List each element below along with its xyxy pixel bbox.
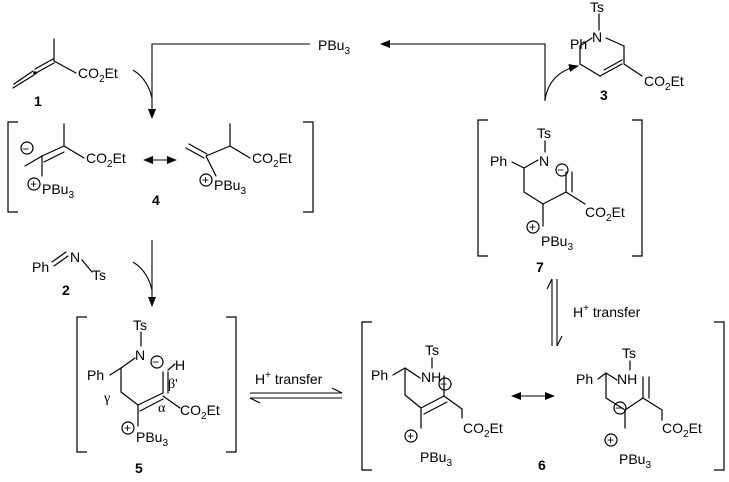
svg-text:β': β'	[168, 377, 178, 392]
svg-text:Ts: Ts	[622, 345, 636, 361]
compound-label-7: 7	[536, 259, 544, 275]
svg-text:−: −	[615, 401, 622, 415]
svg-text:PBu3: PBu3	[318, 37, 350, 57]
svg-text:CO2Et: CO2Et	[585, 204, 625, 224]
svg-text:Ph: Ph	[490, 153, 507, 169]
svg-text:Ph: Ph	[32, 259, 49, 275]
svg-text:PBu3: PBu3	[541, 233, 573, 253]
svg-text:CO2Et: CO2Et	[644, 73, 684, 93]
compound-6: Ts NH Ph − CO2Et + PBu3 6 Ts NH Ph − CO2	[361, 321, 725, 473]
svg-text:Ph: Ph	[570, 36, 587, 52]
svg-text:H+ transfer: H+ transfer	[255, 370, 323, 387]
svg-text:+: +	[407, 429, 414, 443]
svg-text:PBu3: PBu3	[619, 451, 651, 471]
svg-text:−: −	[22, 142, 29, 156]
svg-text:N: N	[539, 153, 549, 169]
svg-text:H: H	[175, 357, 185, 373]
svg-text:PBu3: PBu3	[420, 449, 452, 469]
svg-text:PBu3: PBu3	[136, 429, 168, 449]
svg-text:PBu3: PBu3	[214, 177, 246, 197]
svg-text:H+ transfer: H+ transfer	[573, 303, 641, 320]
svg-text:N: N	[592, 29, 602, 45]
allene-center-dot	[33, 71, 37, 75]
compound-label-2: 2	[62, 282, 70, 298]
svg-text:NH: NH	[421, 369, 441, 385]
equilibrium-6-7: H+ transfer	[546, 278, 641, 347]
svg-text:Ts: Ts	[133, 317, 147, 333]
compound-4: − CO2Et + PBu3 CO2Et + PBu3 4	[7, 121, 314, 213]
curved-arrow-out-3	[544, 64, 579, 101]
svg-text:−: −	[152, 355, 159, 369]
compound-1: CO2Et 1	[12, 38, 118, 109]
svg-text:CO2Et: CO2Et	[86, 150, 126, 170]
svg-text:−: −	[557, 163, 564, 177]
svg-text:+: +	[124, 421, 131, 435]
compound-label-1: 1	[34, 93, 42, 109]
equilibrium-5-6: H+ transfer	[249, 370, 343, 404]
svg-text:NH: NH	[617, 371, 637, 387]
svg-text:Ts: Ts	[537, 125, 551, 141]
svg-text:Ts: Ts	[425, 342, 439, 358]
svg-text:CO2Et: CO2Et	[252, 150, 292, 170]
compound-label-3: 3	[600, 87, 608, 103]
svg-text:Ph: Ph	[87, 367, 104, 383]
svg-text:N: N	[135, 347, 145, 363]
svg-text:γ: γ	[103, 391, 110, 406]
compound-2: Ph N Ts 2	[32, 249, 106, 298]
catalyst-release-arrow: PBu3	[132, 37, 579, 119]
svg-text:CO2Et: CO2Et	[78, 65, 118, 85]
svg-text:+: +	[30, 177, 37, 191]
svg-text:N: N	[70, 249, 80, 265]
svg-text:+: +	[607, 433, 614, 447]
svg-text:α: α	[158, 401, 166, 416]
svg-text:Ph: Ph	[371, 367, 388, 383]
svg-text:CO2Et: CO2Et	[463, 420, 503, 440]
curved-arrow-in-1	[132, 69, 153, 99]
compound-5: Ts N − Ph γ H β' α CO2Et + PBu3 5	[76, 316, 237, 476]
svg-text:+: +	[202, 173, 209, 187]
svg-text:CO2Et: CO2Et	[180, 402, 220, 422]
svg-text:Ts: Ts	[92, 267, 106, 283]
svg-text:Ts: Ts	[590, 0, 604, 15]
compound-3: Ts N Ph CO2Et 3	[570, 0, 684, 103]
curved-arrow-in-2	[132, 261, 153, 291]
compound-label-5: 5	[135, 460, 143, 476]
compound-7: Ts N − Ph CO2Et + PBu3 7	[477, 119, 643, 275]
svg-text:CO2Et: CO2Et	[662, 420, 702, 440]
compound-label-6: 6	[538, 457, 546, 473]
svg-text:+: +	[529, 220, 536, 234]
svg-text:Ph: Ph	[576, 371, 593, 387]
compound-label-4: 4	[152, 192, 160, 208]
svg-text:PBu3: PBu3	[42, 181, 74, 201]
